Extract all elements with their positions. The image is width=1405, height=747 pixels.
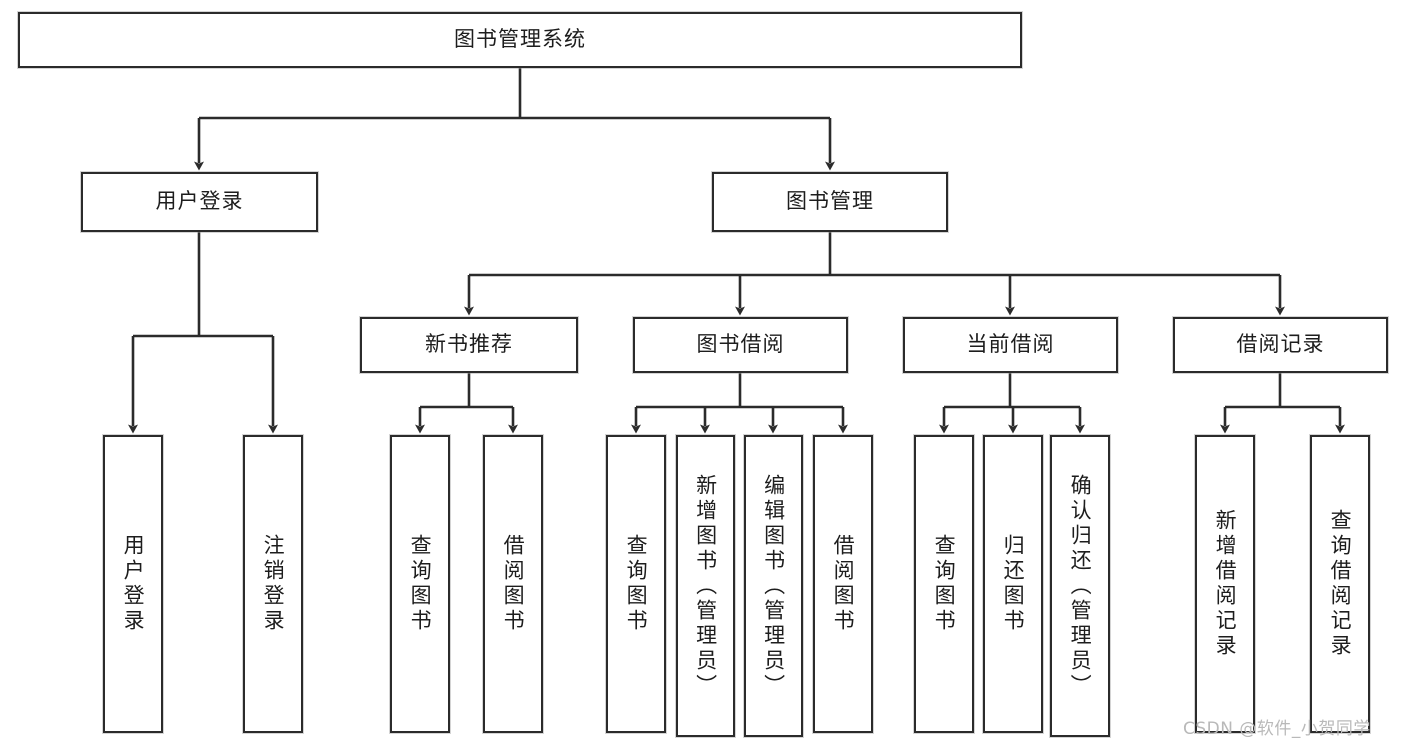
node-book-borrow[interactable]: 图书借阅: [633, 317, 848, 373]
leaf-confirm-return[interactable]: 确认归还（管理员）: [1050, 435, 1110, 737]
leaf-query-book-2[interactable]: 查询图书: [606, 435, 666, 733]
leaf-query-record[interactable]: 查询借阅记录: [1310, 435, 1370, 733]
leaf-add-book[interactable]: 新增图书（管理员）: [676, 435, 735, 737]
node-borrow-record[interactable]: 借阅记录: [1173, 317, 1388, 373]
leaf-user-login[interactable]: 用户登录: [103, 435, 163, 733]
leaf-borrow-book-2[interactable]: 借阅图书: [813, 435, 873, 733]
leaf-query-book-1[interactable]: 查询图书: [390, 435, 450, 733]
node-root[interactable]: 图书管理系统: [18, 12, 1022, 68]
leaf-add-record[interactable]: 新增借阅记录: [1195, 435, 1255, 733]
node-current-borrow[interactable]: 当前借阅: [903, 317, 1118, 373]
node-user-login[interactable]: 用户登录: [81, 172, 318, 232]
leaf-borrow-book-1[interactable]: 借阅图书: [483, 435, 543, 733]
leaf-return-book[interactable]: 归还图书: [983, 435, 1043, 733]
leaf-edit-book[interactable]: 编辑图书（管理员）: [744, 435, 803, 737]
node-new-book-rec[interactable]: 新书推荐: [360, 317, 578, 373]
leaf-query-book-3[interactable]: 查询图书: [914, 435, 974, 733]
leaf-logout[interactable]: 注销登录: [243, 435, 303, 733]
node-book-manage[interactable]: 图书管理: [712, 172, 948, 232]
